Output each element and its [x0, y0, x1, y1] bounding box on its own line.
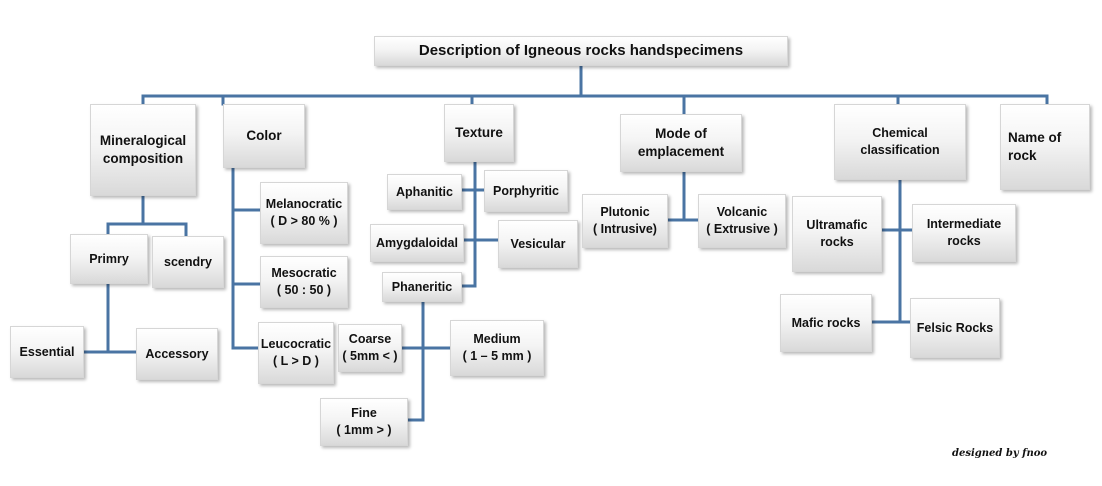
connector-primary-sub [78, 282, 139, 354]
mesocratic-node: Mesocratic ( 50 : 50 ) [260, 256, 348, 308]
emplacement-node: Mode of emplacement [620, 114, 742, 172]
connector-color-stem [231, 166, 262, 350]
name-of-rock-node: Name of rock [1000, 104, 1090, 190]
medium-label: Medium [473, 332, 521, 347]
essential-label: Essential [19, 344, 75, 359]
secondary-label: scendry [164, 254, 212, 269]
connector-mineral-split [106, 194, 188, 238]
accessory-label: Accessory [145, 346, 209, 361]
coarse-node: Coarse ( 5mm < ) [338, 324, 402, 372]
chemical-heading-line2: classification [860, 143, 940, 157]
amygdaloidal-label: Amygdaloidal [376, 235, 458, 250]
primary-label: Primry [89, 251, 129, 266]
porphyritic-label: Porphyritic [493, 183, 559, 198]
emplacement-heading-line2: emplacement [637, 144, 725, 159]
phaneritic-label: Phaneritic [391, 279, 453, 294]
texture-node: Texture [444, 104, 514, 162]
mesocratic-label: Mesocratic [271, 266, 337, 281]
plutonic-node: Plutonic ( Intrusive) [582, 194, 668, 248]
mineral-composition-node: Mineralogical composition [90, 104, 196, 196]
mafic-label: Mafic rocks [791, 315, 861, 330]
coarse-label: Coarse [348, 332, 392, 347]
ultramafic-label: Ultramafic [806, 218, 868, 233]
volcanic-type: ( Extrusive ) [706, 222, 778, 236]
texture-heading: Texture [455, 124, 503, 140]
felsic-node: Felsic Rocks [910, 298, 1000, 358]
connector-texture-stem [459, 160, 500, 288]
melanocratic-label: Melanocratic [265, 197, 343, 212]
connector-chemical-stem [870, 178, 914, 324]
plutonic-label: Plutonic [600, 205, 650, 220]
chemical-classification-node: Chemical classification [834, 104, 966, 180]
color-heading: Color [246, 127, 282, 143]
mineral-heading-line2: composition [102, 151, 184, 166]
leucocratic-range: ( L > D ) [273, 354, 319, 368]
plutonic-type: ( Intrusive) [593, 222, 657, 236]
ultramafic-label-line2: rocks [820, 235, 854, 249]
fine-node: Fine ( 1mm > ) [320, 398, 408, 446]
melanocratic-node: Melanocratic ( D > 80 % ) [260, 182, 348, 244]
felsic-label: Felsic Rocks [916, 320, 994, 335]
intermediate-node: Intermediate rocks [912, 204, 1016, 262]
coarse-range: ( 5mm < ) [342, 349, 398, 363]
connector-emplacement-split [666, 170, 700, 222]
fine-range: ( 1mm > ) [336, 423, 392, 437]
connector-phaneritic-stem [398, 299, 454, 422]
volcanic-node: Volcanic ( Extrusive ) [698, 194, 786, 248]
color-node: Color [223, 104, 305, 168]
mesocratic-range: ( 50 : 50 ) [276, 283, 332, 297]
medium-node: Medium ( 1 – 5 mm ) [450, 320, 544, 376]
ultramafic-node: Ultramafic rocks [792, 196, 882, 272]
leucocratic-label: Leucocratic [260, 337, 332, 352]
primary-node: Primry [70, 234, 148, 284]
intermediate-label-line2: rocks [947, 234, 981, 248]
intermediate-label: Intermediate [926, 217, 1002, 232]
porphyritic-node: Porphyritic [484, 170, 568, 212]
essential-node: Essential [10, 326, 84, 378]
leucocratic-node: Leucocratic ( L > D ) [258, 322, 334, 384]
diagram-title: Description of Igneous rocks handspecime… [374, 36, 788, 66]
designer-signature: designed by fnoo [952, 448, 1048, 459]
phaneritic-node: Phaneritic [382, 272, 462, 302]
melanocratic-range: ( D > 80 % ) [270, 214, 338, 228]
secondary-node: scendry [152, 236, 224, 288]
accessory-node: Accessory [136, 328, 218, 380]
vesicular-label: Vesicular [510, 236, 566, 251]
medium-range: ( 1 – 5 mm ) [462, 349, 532, 363]
chemical-heading-line1: Chemical [872, 126, 928, 141]
name-heading-line2: rock [1008, 148, 1037, 163]
mafic-node: Mafic rocks [780, 294, 872, 352]
name-heading-line1: Name of [1008, 129, 1062, 145]
vesicular-node: Vesicular [498, 220, 578, 268]
emplacement-heading-line1: Mode of [655, 125, 707, 141]
aphanitic-node: Aphanitic [387, 174, 462, 210]
aphanitic-label: Aphanitic [396, 184, 453, 199]
fine-label: Fine [351, 406, 377, 421]
mineral-heading-line1: Mineralogical [99, 132, 187, 148]
diagram-title-text: Description of Igneous rocks handspecime… [418, 41, 744, 59]
volcanic-label: Volcanic [716, 205, 768, 220]
amygdaloidal-node: Amygdaloidal [370, 224, 464, 262]
